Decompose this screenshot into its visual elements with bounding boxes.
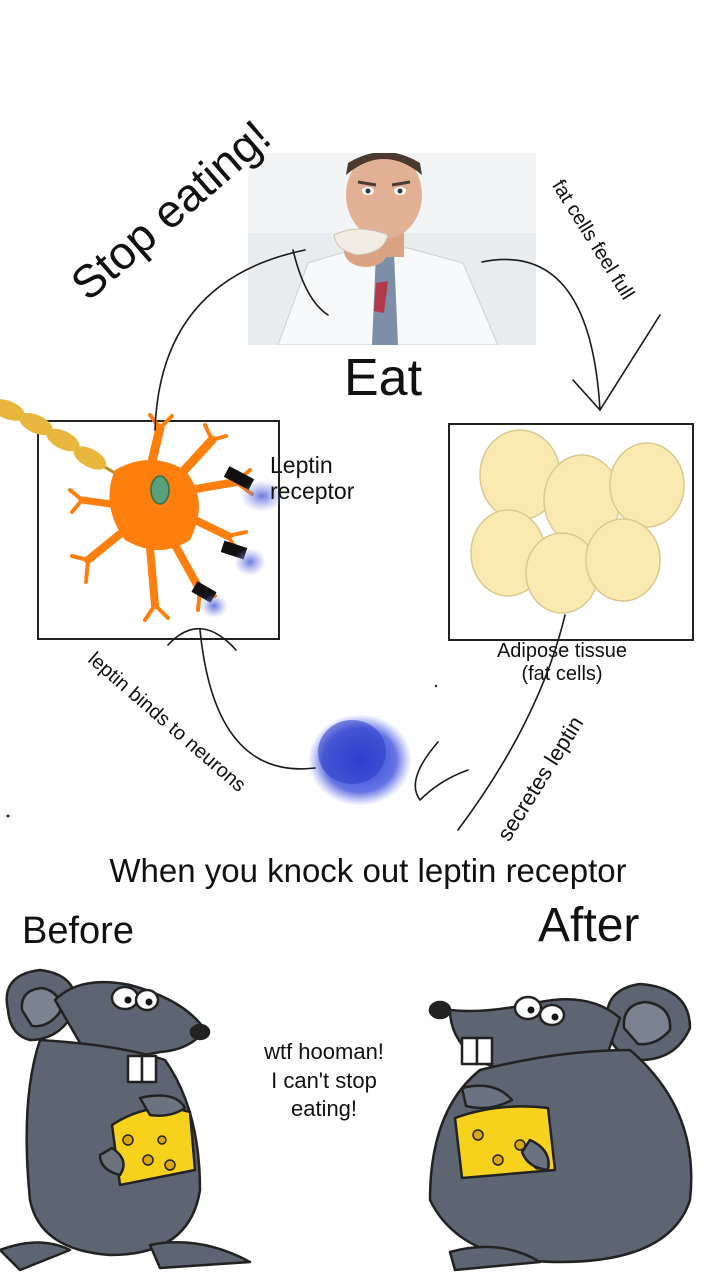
speck-dot: [6, 814, 10, 818]
speck-dot: [434, 684, 438, 688]
arrowhead-neuron: [167, 627, 237, 651]
leptin-puff-2: [234, 548, 266, 576]
eat-label: Eat: [344, 349, 423, 407]
adipose-label-line1: Adipose tissue: [496, 640, 628, 662]
leptin-puff-1: [240, 480, 284, 512]
before-label: Before: [22, 910, 134, 952]
arrow-neuron-to-eat: [154, 249, 306, 431]
leptin-receptor-label-line2: receptor: [270, 478, 355, 505]
adipose-tissue-label: Adipose tissue (fat cells): [472, 640, 652, 686]
adipose-label-line2: (fat cells): [521, 663, 603, 685]
leptin-puff-3: [200, 594, 228, 618]
leptin-receptor-1: [223, 466, 255, 490]
arrowhead-leptin: [414, 741, 469, 801]
man-eating-photo: [248, 153, 536, 345]
mouse-after: [428, 982, 693, 1272]
knockout-heading: When you knock out leptin receptor: [109, 852, 627, 889]
leptin-receptor-label-line1: Leptin: [270, 452, 333, 478]
arrow-fat-to-leptin: [457, 614, 566, 831]
arrow-leptin-to-neuron: [199, 629, 316, 770]
speech-line1: wtf hooman!: [264, 1039, 384, 1064]
cycle-arrows: [154, 249, 661, 831]
arrowhead-eat: [292, 249, 329, 316]
man-eating-illustration: [248, 153, 536, 345]
after-label: After: [538, 899, 640, 952]
speech-line3: eating!: [290, 1096, 358, 1122]
leptin-cloud: [308, 714, 412, 806]
speech-line2: I can't stop: [271, 1067, 377, 1093]
neuron-nucleus: [150, 475, 170, 505]
mouse-speech: wtf hooman! I can't stop eating!: [238, 1038, 410, 1124]
arrow-eat-to-fat: [481, 258, 601, 411]
leptin-receptor-label: Leptin receptor: [270, 452, 354, 505]
mouse-before: [0, 968, 252, 1272]
fat-cells: [470, 429, 685, 614]
arrowhead-fat: [572, 314, 661, 412]
